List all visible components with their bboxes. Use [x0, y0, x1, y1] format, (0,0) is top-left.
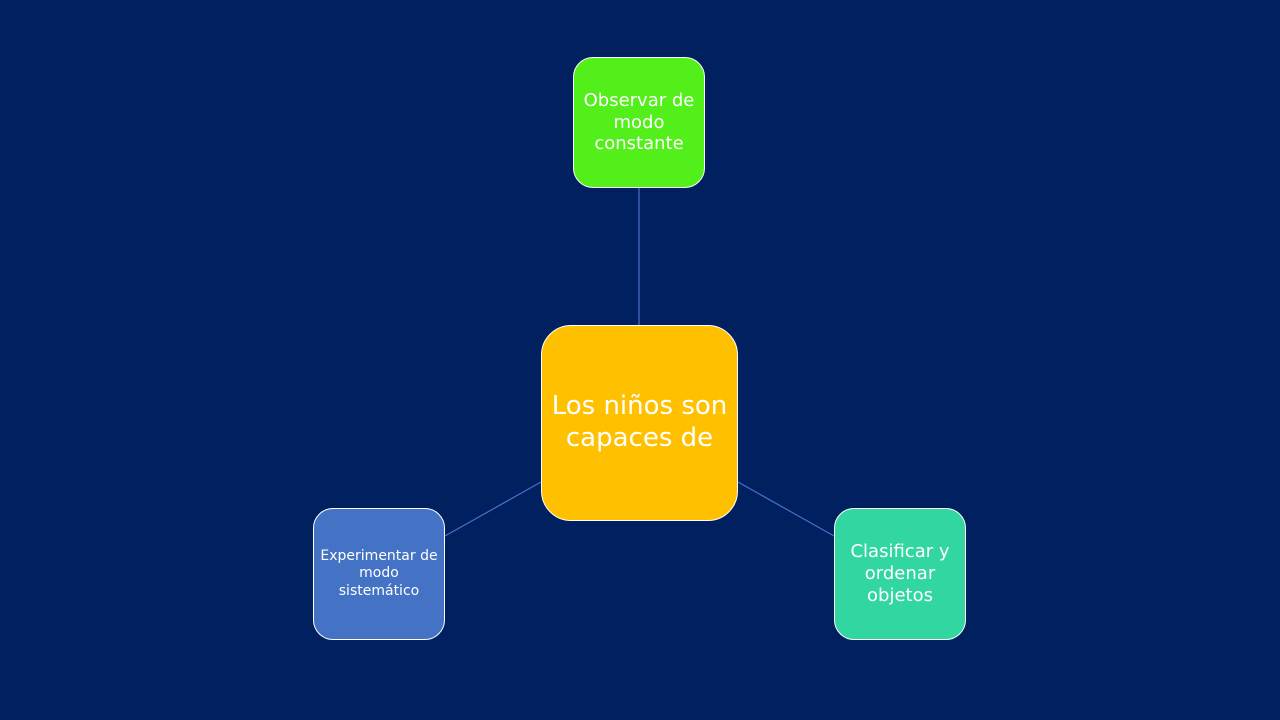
child-node-clasificar-label: Clasificar y ordenar objetos [850, 541, 950, 606]
child-node-observar-label: Observar de modo constante [583, 89, 695, 155]
child-node-observar: Observar de modo constante [573, 57, 705, 188]
child-node-experimentar-label: Experimentar de modo sistemático [320, 548, 438, 599]
connector-left [444, 481, 542, 537]
center-node: Los niños son capaces de [541, 325, 738, 521]
connector-right [737, 481, 835, 537]
child-node-clasificar: Clasificar y ordenar objetos [834, 508, 966, 640]
child-node-experimentar: Experimentar de modo sistemático [313, 508, 445, 640]
center-node-label: Los niños son capaces de [551, 391, 728, 453]
